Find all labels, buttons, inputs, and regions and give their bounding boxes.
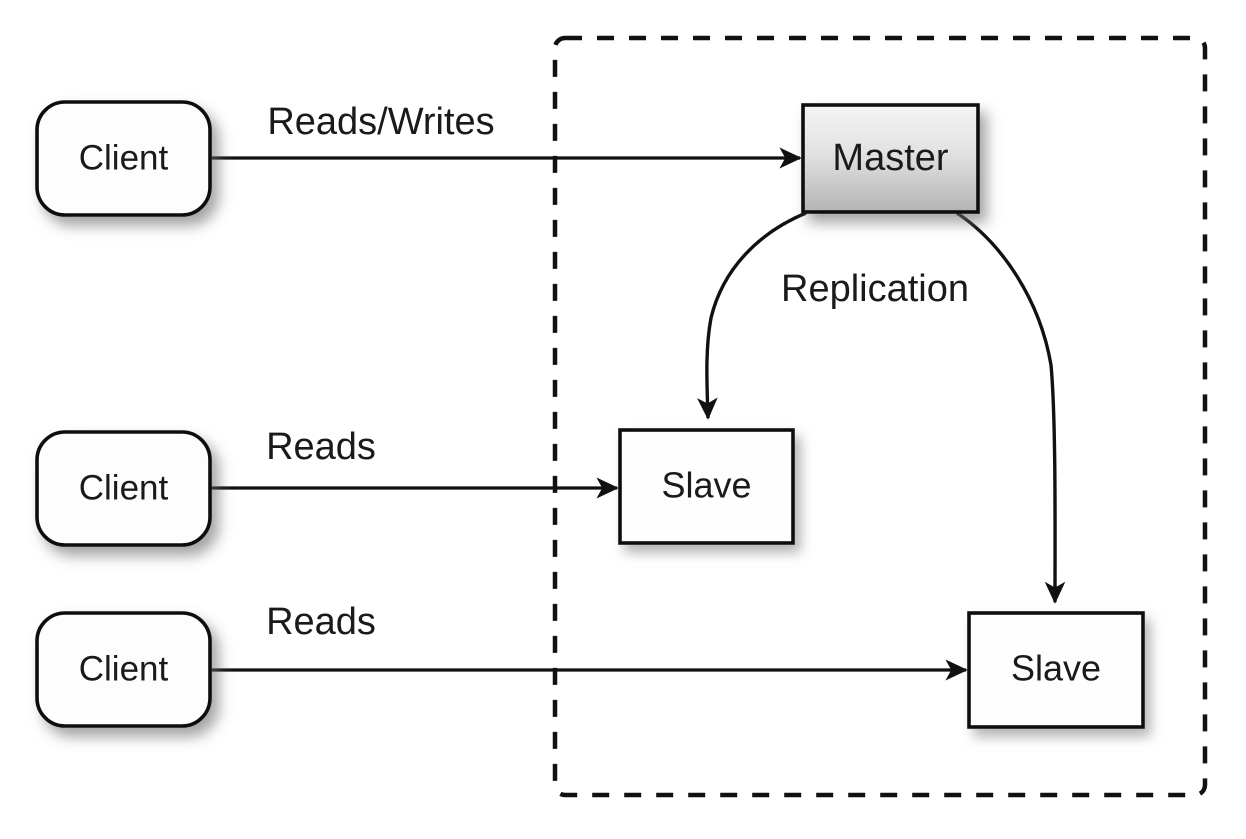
edge-label-reads-middle: Reads (266, 426, 376, 468)
node-client-bottom[interactable]: Client (35, 611, 212, 728)
node-master[interactable]: Master (801, 103, 980, 214)
node-client-middle[interactable]: Client (35, 430, 212, 547)
client-top-label: Client (79, 138, 169, 177)
slave-bottom-box[interactable] (967, 611, 1145, 729)
master-box[interactable] (801, 103, 980, 214)
edge-label-reads-writes: Reads/Writes (267, 101, 494, 143)
master-label: Master (832, 137, 948, 179)
node-slave-bottom[interactable]: Slave (967, 611, 1145, 729)
client-middle-label: Client (79, 468, 169, 507)
edge-master-to-slave-bottom (956, 211, 1066, 604)
slave-bottom-label: Slave (1011, 648, 1101, 689)
edge-label-replication: Replication (781, 268, 969, 310)
slave-middle-box[interactable] (618, 428, 795, 545)
node-client-top[interactable]: Client (35, 100, 212, 217)
client-bottom-box[interactable] (35, 611, 212, 728)
edge-master-to-slave-middle (697, 211, 807, 420)
node-slave-middle[interactable]: Slave (618, 428, 795, 545)
database-cluster-boundary (552, 35, 1208, 798)
edge-label-reads-bottom: Reads (266, 601, 376, 643)
client-bottom-label: Client (79, 649, 169, 688)
slave-middle-label: Slave (661, 465, 751, 506)
client-middle-box[interactable] (35, 430, 212, 547)
client-top-box[interactable] (35, 100, 212, 217)
